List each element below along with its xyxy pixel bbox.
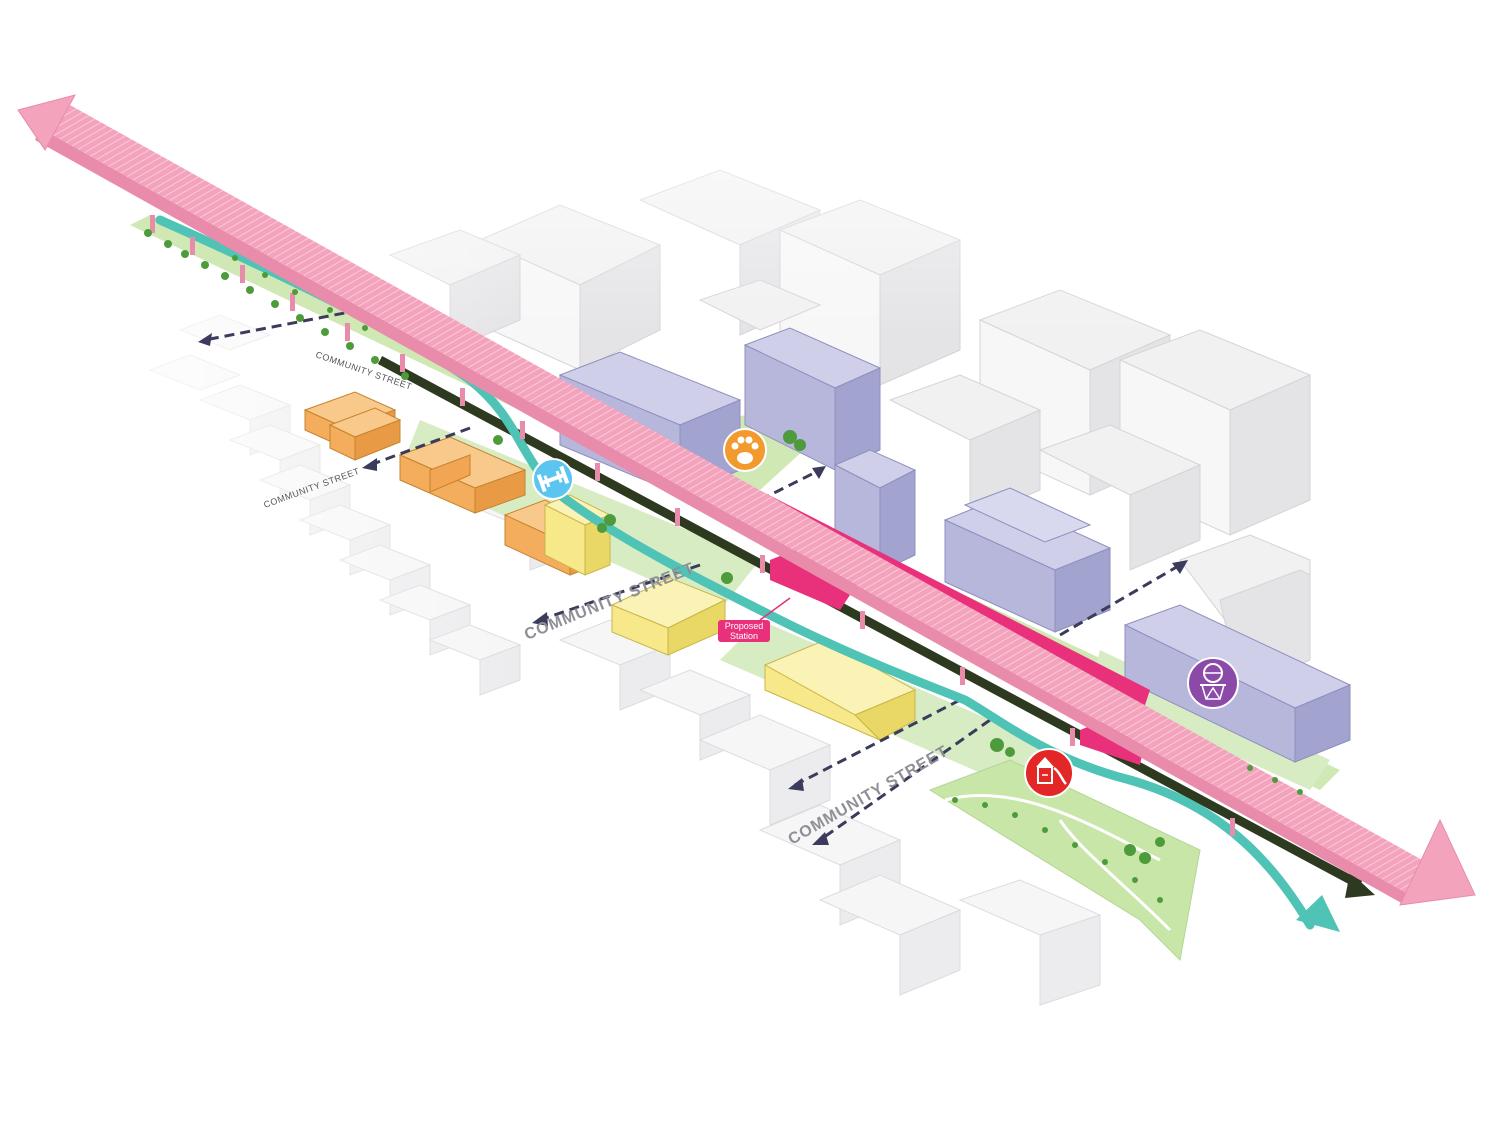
rail-line (377, 356, 1375, 898)
street-arrowheads (198, 333, 1188, 845)
station-callout-line2: Station (730, 631, 758, 641)
trees (144, 229, 1303, 903)
street-arrow-lower-b (819, 718, 991, 842)
paw-icon (723, 428, 767, 472)
elevated-rail-viaduct (17, 94, 1476, 906)
street-arrow-right (1059, 563, 1181, 637)
street-arrow-mid (369, 426, 471, 467)
street-arrow-dog-park (759, 468, 821, 502)
community-street-arrows (204, 308, 1181, 842)
dumbbell-icon (532, 458, 574, 500)
playground-icon (1024, 748, 1074, 798)
street-arrow-community-large (539, 563, 701, 622)
neighborhood-park (928, 759, 1201, 962)
proposed-station-callout: Proposed Station (718, 597, 791, 642)
street-arrow-top (204, 308, 361, 342)
station-callout-line1: Proposed (725, 621, 764, 631)
basketball-hoop-icon (1187, 657, 1239, 709)
